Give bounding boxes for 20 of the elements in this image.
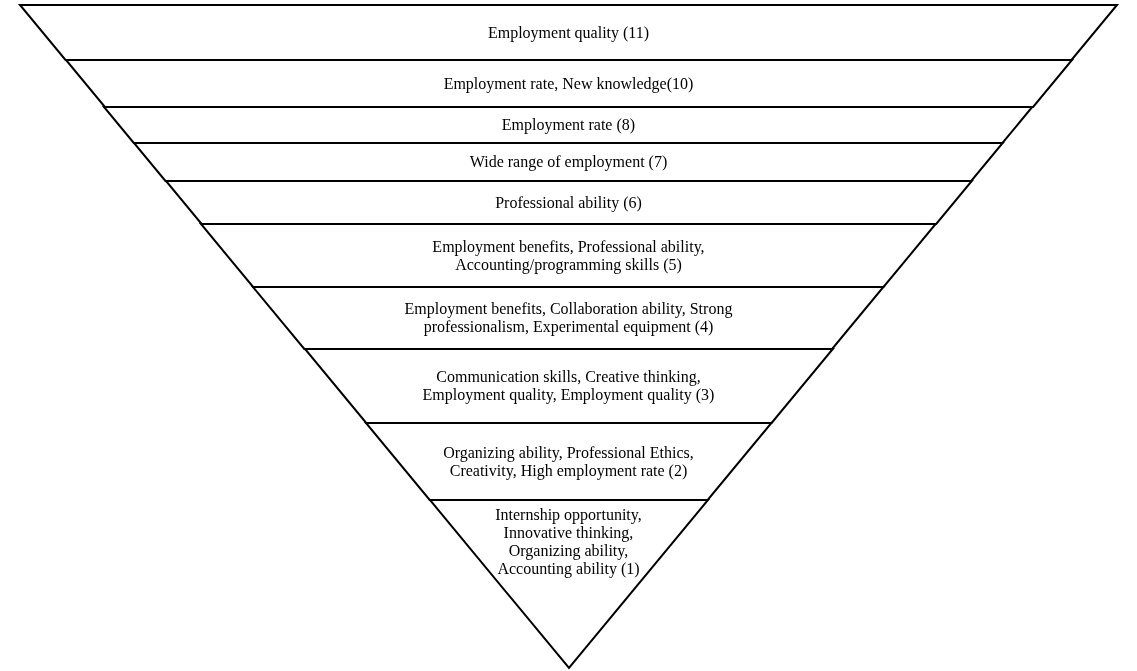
- tier-label: Communication skills, Creative thinking, Employment quality, Employment quality (3): [421, 368, 716, 404]
- tier-label: Professional ability (6): [494, 193, 643, 212]
- tier-label: Internship opportunity, Innovative thinking, Organizing ability, Accounting ability (1): [494, 506, 643, 578]
- trapezoid-tier: [65, 60, 1072, 107]
- tier-label: Employment benefits, Collaboration ability, Strong professionalism, Experimental equipment (4): [403, 300, 734, 336]
- tier-label: Employment rate, New knowledge(10): [442, 74, 695, 93]
- tier-label: Wide range of employment (7): [468, 153, 669, 171]
- tier-label: Employment rate (8): [500, 116, 637, 134]
- trapezoid-tier: [20, 5, 1117, 60]
- tier-label: Employment quality (11): [486, 23, 651, 42]
- trapezoid-tier: [365, 423, 772, 500]
- trapezoid-tier: [134, 143, 1003, 181]
- trapezoid-tier: [304, 349, 833, 423]
- trapezoid-tier: [104, 107, 1033, 143]
- triangle-tier: [429, 500, 708, 668]
- trapezoid-tier: [253, 287, 884, 349]
- tier-label: Organizing ability, Professional Ethics, Creativity, High employment rate (2): [442, 443, 695, 480]
- trapezoid-tier: [165, 181, 972, 224]
- tier-label: Employment benefits, Professional ability, Accounting/programming skills (5): [431, 237, 706, 274]
- trapezoid-tier: [201, 224, 936, 287]
